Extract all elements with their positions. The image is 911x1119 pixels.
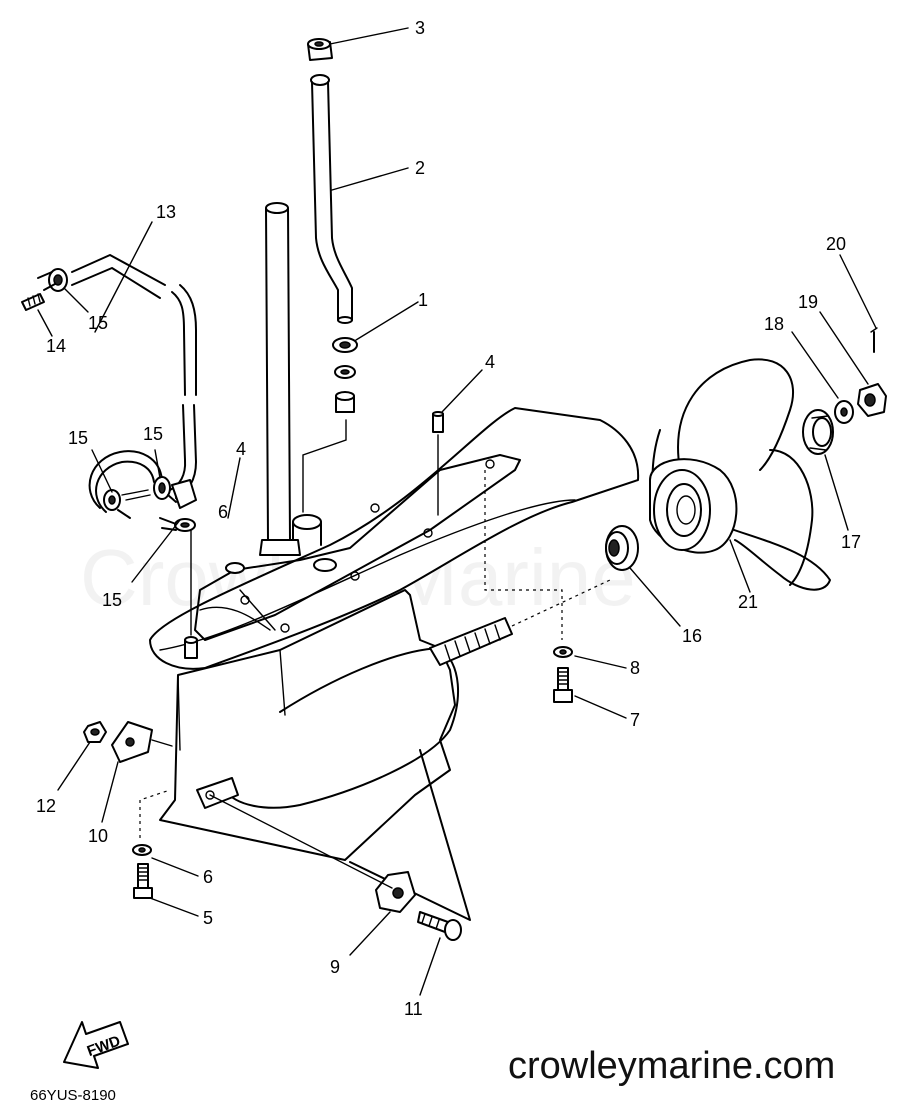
callout-8: 8 xyxy=(630,658,640,678)
pilot-water-hose xyxy=(71,254,197,513)
drive-shaft xyxy=(259,202,301,556)
callout-15-left: 15 xyxy=(68,428,88,448)
anode-lower xyxy=(209,794,416,913)
propeller-washer xyxy=(834,400,854,424)
washer-lower xyxy=(132,844,152,856)
callout-15-middle: 15 xyxy=(143,424,163,444)
callout-4-left: 4 xyxy=(236,439,246,459)
propeller xyxy=(649,358,831,591)
callout-19: 19 xyxy=(798,292,818,312)
callout-13: 13 xyxy=(156,202,176,222)
callout-9: 9 xyxy=(330,957,340,977)
callout-6-upper: 6 xyxy=(218,502,228,522)
hose-clamp-left xyxy=(103,489,151,519)
callout-18: 18 xyxy=(764,314,784,334)
bolt-right xyxy=(553,667,573,703)
water-tube xyxy=(310,74,353,324)
callout-5: 5 xyxy=(203,908,213,928)
propeller-spacer xyxy=(802,409,834,455)
washer-right xyxy=(553,646,573,658)
dowel-pin-left xyxy=(184,529,198,659)
callout-2: 2 xyxy=(415,158,425,178)
callout-14: 14 xyxy=(46,336,66,356)
callout-15-top: 15 xyxy=(88,313,108,333)
callout-17: 17 xyxy=(841,532,861,552)
bolt-lower xyxy=(133,863,153,899)
nut xyxy=(83,721,107,743)
anode-screw xyxy=(417,911,462,941)
callout-4-right: 4 xyxy=(485,352,495,372)
propeller-nut xyxy=(857,383,887,417)
callout-16: 16 xyxy=(682,626,702,646)
dowel-pin-right xyxy=(432,411,444,516)
diagram-code: 66YUS-8190 xyxy=(30,1087,116,1104)
callout-10: 10 xyxy=(88,826,108,846)
callout-20: 20 xyxy=(826,234,846,254)
callout-21: 21 xyxy=(738,592,758,612)
callout-1: 1 xyxy=(418,290,428,310)
anode-upper xyxy=(111,721,173,763)
callout-11: 11 xyxy=(404,999,423,1019)
water-tube-seal xyxy=(332,337,358,413)
lower-case-housing xyxy=(139,407,640,921)
cotter-pin xyxy=(870,327,878,353)
propeller-shaft xyxy=(429,579,611,666)
hose-clamp-lower xyxy=(159,517,196,532)
hose-clamp-middle xyxy=(153,476,177,503)
callout-3: 3 xyxy=(415,18,425,38)
callout-12: 12 xyxy=(36,796,56,816)
thrust-washer xyxy=(605,525,639,571)
callout-15-lower: 15 xyxy=(102,590,122,610)
site-url-text: crowleymarine.com xyxy=(508,1045,835,1087)
forward-direction-arrow: FWD xyxy=(63,1021,129,1069)
leader-lines xyxy=(37,27,877,996)
grommet-top xyxy=(307,38,333,61)
callout-7: 7 xyxy=(630,710,640,730)
hose-nipple xyxy=(21,293,45,311)
hose-clamp-top xyxy=(37,268,68,292)
callout-6-lower: 6 xyxy=(203,867,213,887)
